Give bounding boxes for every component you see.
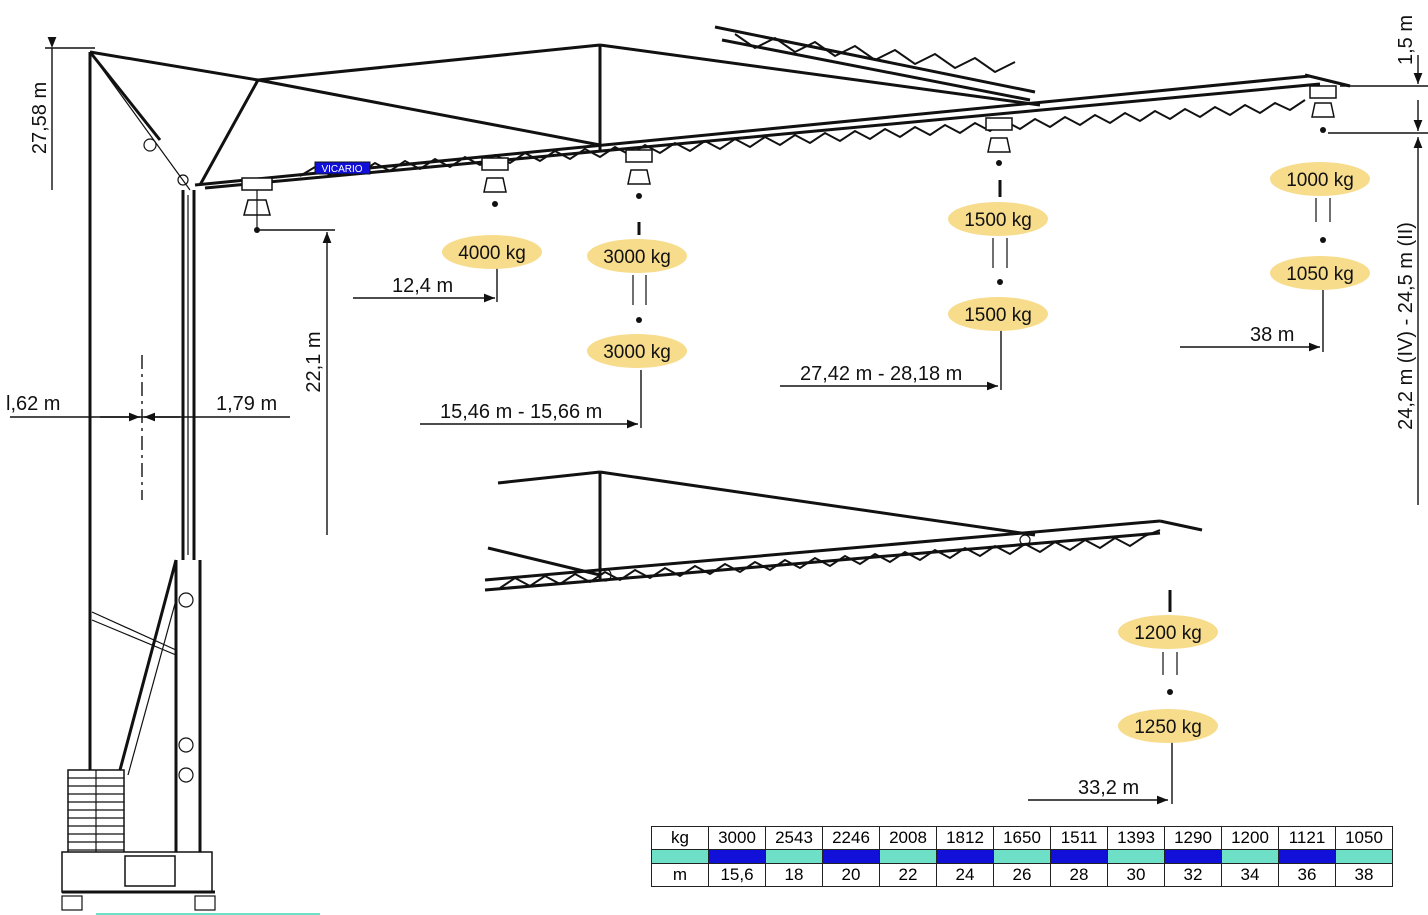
load-badge-text: 1250 kg bbox=[1134, 717, 1202, 738]
load-badge: 4000 kg bbox=[442, 235, 542, 269]
radius-min-label: 12,4 m bbox=[392, 275, 453, 297]
band-cell bbox=[879, 849, 937, 864]
table-cell-m: 15,6 bbox=[708, 863, 766, 887]
table-cell-m: 24 bbox=[936, 863, 994, 887]
table-cell-kg: 2246 bbox=[822, 826, 880, 850]
trolley-hook-2 bbox=[481, 157, 509, 207]
table-cell-kg: 1393 bbox=[1107, 826, 1165, 850]
load-badge: 1500 kg bbox=[948, 202, 1048, 236]
hook-height-range-label: 24,2 m (IV) - 24,5 m (II) bbox=[1395, 222, 1417, 430]
load-badge: 3000 kg bbox=[587, 334, 687, 368]
load-badge: 1500 kg bbox=[948, 297, 1048, 331]
table-cell-m: 32 bbox=[1164, 863, 1222, 887]
table-cell-kg: 2008 bbox=[879, 826, 937, 850]
dimension-lines bbox=[10, 36, 1428, 805]
load-badge-text: 1200 kg bbox=[1134, 623, 1202, 644]
band-cell bbox=[1107, 849, 1165, 864]
trolley-hook-3 bbox=[625, 149, 653, 199]
main-jib: VICARIO bbox=[89, 25, 1351, 233]
brand-label: VICARIO bbox=[321, 164, 362, 175]
table-cell-m: 36 bbox=[1278, 863, 1336, 887]
table-cell-m: 22 bbox=[879, 863, 937, 887]
radius-max-label: 38 m bbox=[1250, 324, 1294, 346]
total-height-label: 27,58 m bbox=[29, 82, 51, 154]
load-badge-text: 1500 kg bbox=[964, 305, 1032, 326]
radius-short-jib-label: 33,2 m bbox=[1078, 777, 1139, 799]
band-cell bbox=[1050, 849, 1108, 864]
table-cell-m: 28 bbox=[1050, 863, 1108, 887]
counterweight-stack bbox=[61, 769, 320, 915]
table-cell-kg: 1511 bbox=[1050, 826, 1108, 850]
band-cell bbox=[1278, 849, 1336, 864]
band-cell bbox=[936, 849, 994, 864]
table-cell-kg: 2543 bbox=[765, 826, 823, 850]
load-badge: 1200 kg bbox=[1118, 615, 1218, 649]
hook-height-retracted-label: 22,1 m bbox=[303, 331, 325, 392]
load-badge-text: 4000 kg bbox=[458, 243, 526, 264]
radius-2-label: 27,42 m - 28,18 m bbox=[800, 363, 962, 385]
load-badge: 1050 kg bbox=[1270, 256, 1370, 290]
load-badge-text: 3000 kg bbox=[603, 247, 671, 268]
load-badge-text: 1500 kg bbox=[964, 210, 1032, 231]
table-cell-kg: 3000 bbox=[708, 826, 766, 850]
band-cell bbox=[993, 849, 1051, 864]
table-cell-kg: 1050 bbox=[1335, 826, 1393, 850]
load-badge-text: 1000 kg bbox=[1286, 170, 1354, 191]
band-cell bbox=[765, 849, 823, 864]
band-cell bbox=[1335, 849, 1393, 864]
band-cell bbox=[822, 849, 880, 864]
short-jib bbox=[484, 470, 1203, 592]
load-table-kg-row: kg 3000 2543 2246 2008 1812 1650 1511 13… bbox=[651, 826, 1393, 850]
trolley-hook-5 bbox=[1309, 85, 1337, 133]
table-cell-m: 20 bbox=[822, 863, 880, 887]
table-header-m: m bbox=[651, 863, 709, 887]
radius-1-label: 15,46 m - 15,66 m bbox=[440, 401, 602, 423]
table-cell-m: 18 bbox=[765, 863, 823, 887]
band-cell bbox=[1221, 849, 1279, 864]
hook-lines bbox=[632, 180, 1331, 695]
table-cell-kg: 1812 bbox=[936, 826, 994, 850]
load-table: kg 3000 2543 2246 2008 1812 1650 1511 13… bbox=[651, 826, 1393, 887]
trolley-hook-1 bbox=[241, 177, 273, 233]
right-offset-label: 1,79 m bbox=[216, 393, 277, 415]
trolley-hook-4 bbox=[985, 117, 1013, 166]
table-cell-kg: 1121 bbox=[1278, 826, 1336, 850]
table-cell-kg: 1650 bbox=[993, 826, 1051, 850]
table-cell-m: 30 bbox=[1107, 863, 1165, 887]
table-cell-m: 34 bbox=[1221, 863, 1279, 887]
load-badge-text: 3000 kg bbox=[603, 342, 671, 363]
load-badge-text: 1050 kg bbox=[1286, 264, 1354, 285]
tip-rise-label: 1,5 m bbox=[1395, 15, 1417, 65]
load-badge: 1250 kg bbox=[1118, 709, 1218, 743]
table-cell-m: 38 bbox=[1335, 863, 1393, 887]
left-offset-label: l,62 m bbox=[6, 393, 60, 415]
table-cell-m: 26 bbox=[993, 863, 1051, 887]
crane-mast bbox=[88, 51, 202, 880]
band-cell bbox=[1164, 849, 1222, 864]
band-cell bbox=[651, 849, 709, 864]
load-table-m-row: m 15,6 18 20 22 24 26 28 30 32 34 36 38 bbox=[651, 863, 1393, 887]
load-table-color-band bbox=[651, 849, 1393, 864]
table-cell-kg: 1200 bbox=[1221, 826, 1279, 850]
table-cell-kg: 1290 bbox=[1164, 826, 1222, 850]
load-badge: 3000 kg bbox=[587, 239, 687, 273]
table-header-kg: kg bbox=[651, 826, 709, 850]
band-cell bbox=[708, 849, 766, 864]
load-badge: 1000 kg bbox=[1270, 162, 1370, 196]
